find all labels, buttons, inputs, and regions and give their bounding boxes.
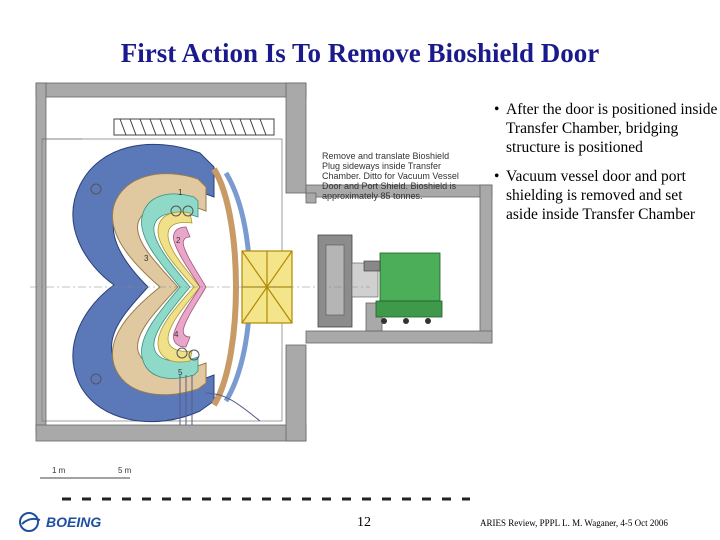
coil-label-5: 5 [178, 368, 183, 377]
scale-label-1m: 1 m [52, 466, 66, 475]
bullet-item: • Vacuum vessel door and port shielding … [490, 167, 718, 224]
outer-shield [72, 143, 215, 423]
outer-arc [211, 167, 240, 407]
drawing-note: Remove and translate Bioshield Plug side… [322, 151, 459, 201]
lower-piping [179, 375, 261, 425]
note-line-4: Door and Port Shield. Bioshield is [322, 181, 457, 191]
note-line-5: approximately 85 tonnes. [322, 191, 423, 201]
coil-labels: 1 2 3 4 5 [144, 188, 183, 377]
coil-label-1: 1 [178, 188, 183, 197]
scale-bar: 1 m 5 m [40, 466, 132, 479]
note-line-1: Remove and translate Bioshield [322, 151, 449, 161]
coil-label-2: 2 [176, 236, 181, 245]
scale-label-5m: 5 m [118, 466, 132, 475]
page-number: 12 [357, 515, 371, 530]
cyan-band [141, 193, 199, 379]
bullet-text: Vacuum vessel door and port shielding is… [506, 168, 695, 223]
port-shield-block [317, 234, 379, 328]
coil-label-4: 4 [174, 330, 179, 339]
bioshield-wall [35, 82, 307, 442]
bullet-dot-icon: • [494, 101, 500, 118]
coil-label-3: 3 [144, 254, 149, 263]
bioshield-cross-section-drawing: 1 2 3 4 5 Remove and translate Bioshield… [30, 82, 493, 501]
slide-title: First Action Is To Remove Bioshield Door [120, 38, 600, 68]
hatched-structure [113, 118, 275, 136]
note-line-2: Plug sideways inside Transfer [322, 161, 441, 171]
transfer-chamber-wall [305, 184, 493, 344]
bullet-list: • After the door is positioned inside Tr… [490, 100, 718, 234]
bullet-dot-icon: • [494, 168, 500, 185]
footer-credit: ARIES Review, PPPL L. M. Waganer, 4-5 Oc… [480, 518, 668, 528]
coil-circles [90, 183, 200, 385]
yellow-ring [157, 211, 201, 363]
boeing-logo: BOEING [19, 512, 101, 532]
logo-wordmark: BOEING [46, 514, 101, 530]
plasma-core [173, 226, 207, 348]
blanket-ring [112, 173, 207, 396]
bullet-item: • After the door is positioned inside Tr… [490, 100, 718, 157]
green-transporter [363, 252, 443, 324]
note-line-3: Chamber. Ditto for Vacuum Vessel [322, 171, 459, 181]
bullet-text: After the door is positioned inside Tran… [506, 101, 718, 156]
